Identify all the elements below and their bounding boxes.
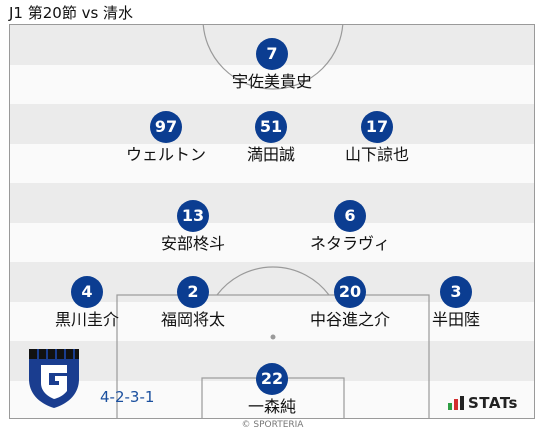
player-card[interactable]: 17 山下諒也 bbox=[312, 111, 442, 165]
player-number-badge: 7 bbox=[256, 38, 288, 70]
player-card[interactable]: 4 黒川圭介 bbox=[22, 276, 152, 330]
formation-label: 4-2-3-1 bbox=[100, 388, 155, 406]
player-number-badge: 2 bbox=[177, 276, 209, 308]
player-number-badge: 22 bbox=[256, 363, 288, 395]
player-card[interactable]: 22 一森純 bbox=[207, 363, 337, 417]
player-name: 中谷進之介 bbox=[309, 310, 390, 329]
player-card[interactable]: 97 ウェルトン bbox=[101, 111, 231, 165]
player-name: 福岡将太 bbox=[160, 310, 225, 329]
player-card[interactable]: 6 ネタラヴィ bbox=[285, 200, 415, 254]
player-name: 安部柊斗 bbox=[160, 234, 225, 253]
player-name: 宇佐美貴史 bbox=[231, 72, 312, 91]
player-card[interactable]: 7 宇佐美貴史 bbox=[207, 38, 337, 92]
player-number-badge: 20 bbox=[334, 276, 366, 308]
stats-bars-icon bbox=[448, 396, 464, 410]
player-number-badge: 6 bbox=[334, 200, 366, 232]
player-name: 一森純 bbox=[247, 397, 296, 416]
player-number-badge: 51 bbox=[255, 111, 287, 143]
player-card[interactable]: 3 半田陸 bbox=[391, 276, 521, 330]
player-name: ネタラヴィ bbox=[309, 234, 390, 253]
player-name: 半田陸 bbox=[431, 310, 480, 329]
copyright-credit: © SPORTERIA bbox=[241, 420, 304, 430]
player-name: 黒川圭介 bbox=[54, 310, 119, 329]
player-card[interactable]: 20 中谷進之介 bbox=[285, 276, 415, 330]
player-number-badge: 4 bbox=[71, 276, 103, 308]
shield-g-emblem-icon bbox=[29, 349, 79, 408]
stats-logo-text: STATs bbox=[468, 394, 518, 412]
player-card[interactable]: 13 安部柊斗 bbox=[128, 200, 258, 254]
stats-logo: STATs bbox=[448, 393, 518, 413]
pitch-markings bbox=[116, 25, 430, 418]
player-number-badge: 3 bbox=[440, 276, 472, 308]
player-name: ウェルトン bbox=[125, 145, 206, 164]
player-name: 満田誠 bbox=[246, 145, 295, 164]
player-number-badge: 17 bbox=[361, 111, 393, 143]
player-card[interactable]: 2 福岡将太 bbox=[128, 276, 258, 330]
player-number-badge: 97 bbox=[150, 111, 182, 143]
player-card[interactable]: 51 満田誠 bbox=[206, 111, 336, 165]
match-title: J1 第20節 vs 清水 bbox=[9, 4, 134, 22]
player-name: 山下諒也 bbox=[344, 145, 409, 164]
player-number-badge: 13 bbox=[177, 200, 209, 232]
pitch-stripe bbox=[10, 183, 534, 223]
